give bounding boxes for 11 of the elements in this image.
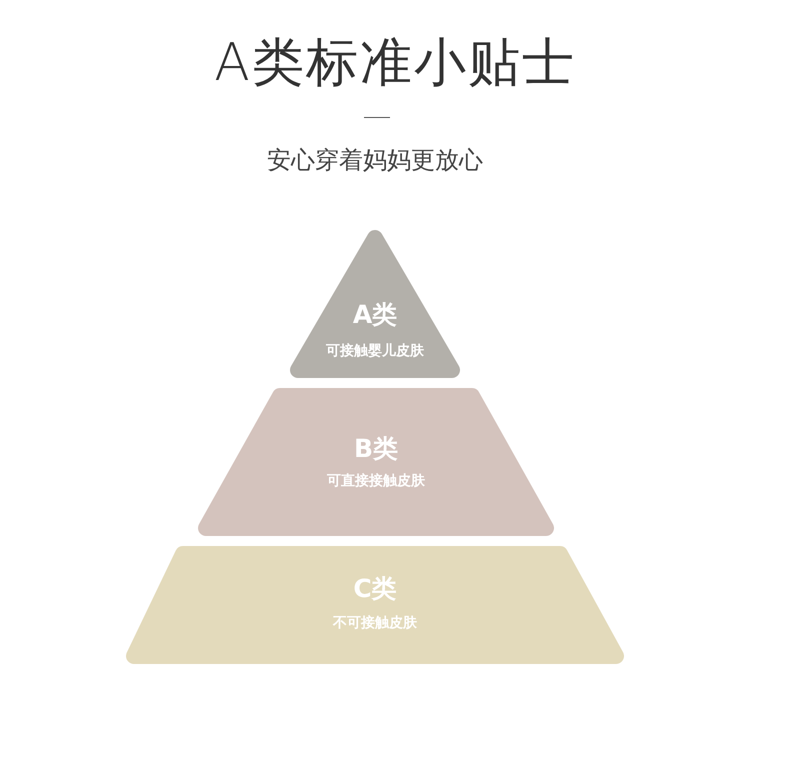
- subtitle: 安心穿着妈妈更放心: [266, 145, 484, 176]
- pyramid-tier: [290, 228, 460, 378]
- tier-heading: C类: [352, 574, 398, 604]
- tier-heading: A类: [352, 300, 398, 330]
- title: A类标准小贴士: [213, 32, 577, 95]
- tier-description: 可接触婴儿皮肤: [325, 342, 425, 360]
- tier-description: 不可接触皮肤: [332, 614, 418, 632]
- tier-description: 可直接接触皮肤: [326, 472, 426, 490]
- pyramid-tier: [126, 546, 624, 664]
- pyramid-tier: [198, 388, 554, 536]
- tier-heading: B类: [352, 434, 400, 464]
